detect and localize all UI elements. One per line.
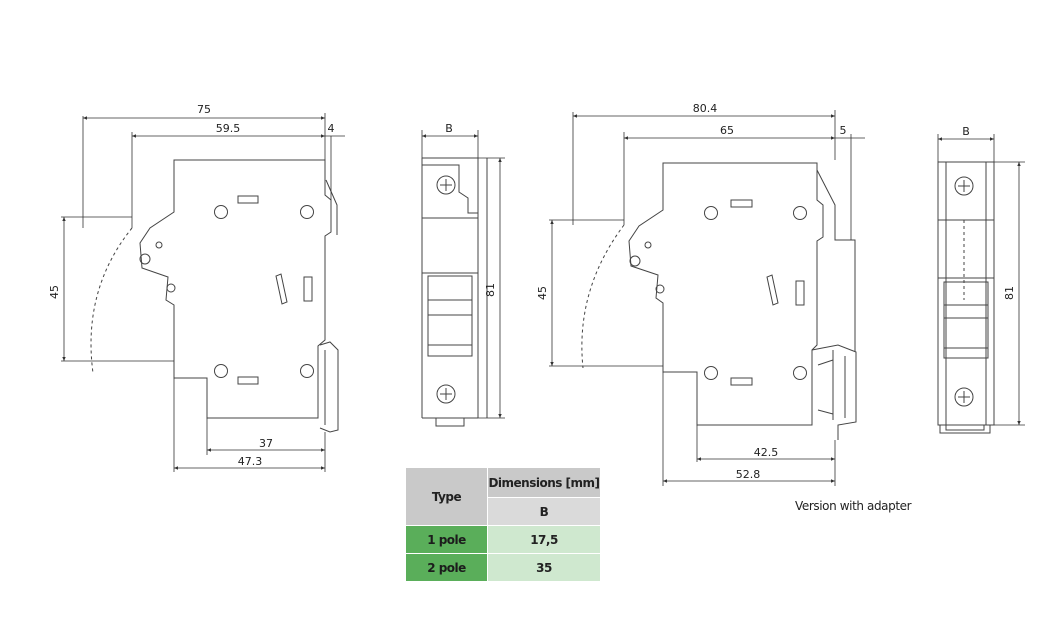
adapter-side-dim-b: B	[962, 125, 970, 138]
side-dim-b: B	[445, 122, 453, 135]
adapter-caption: Version with adapter	[795, 499, 912, 513]
adapter-dim-45: 45	[536, 286, 549, 300]
adapter-dim-80-4: 80.4	[693, 102, 718, 115]
adapter-side-dimensions	[937, 134, 1025, 426]
adapter-side-dim-81: 81	[1003, 286, 1016, 300]
adapter-dim-5: 5	[840, 124, 847, 137]
table-row-type: 2 pole	[405, 553, 488, 582]
front-dim-4: 4	[328, 122, 335, 135]
table-row-value: 17,5	[487, 525, 601, 554]
side-view	[421, 157, 488, 427]
adapter-dim-42-5: 42.5	[754, 446, 779, 459]
front-view	[90, 159, 339, 433]
side-dimensions	[421, 130, 505, 419]
adapter-dim-65: 65	[720, 124, 734, 137]
front-dim-59-5: 59.5	[216, 122, 241, 135]
table-header-b: B	[487, 497, 601, 526]
table-row: 2 pole 35	[405, 553, 601, 582]
front-dim-75: 75	[197, 103, 211, 116]
table-row: 1 pole 17,5	[405, 525, 601, 554]
adapter-front-view	[581, 162, 857, 440]
table-row-type: 1 pole	[405, 525, 488, 554]
front-dimensions	[61, 113, 345, 472]
table-row-value: 35	[487, 553, 601, 582]
adapter-front-dimensions	[549, 110, 865, 486]
adapter-dim-52-8: 52.8	[736, 468, 761, 481]
table-header-type: Type	[405, 467, 488, 526]
side-dim-81: 81	[484, 283, 497, 297]
front-dim-47-3: 47.3	[238, 455, 263, 468]
dimensions-table: Type Dimensions [mm] B 1 pole 17,5 2 pol…	[405, 467, 601, 582]
front-dim-37: 37	[259, 437, 273, 450]
adapter-side-view	[937, 161, 995, 434]
front-dim-45: 45	[48, 285, 61, 299]
table-header-dimensions: Dimensions [mm]	[487, 467, 601, 498]
